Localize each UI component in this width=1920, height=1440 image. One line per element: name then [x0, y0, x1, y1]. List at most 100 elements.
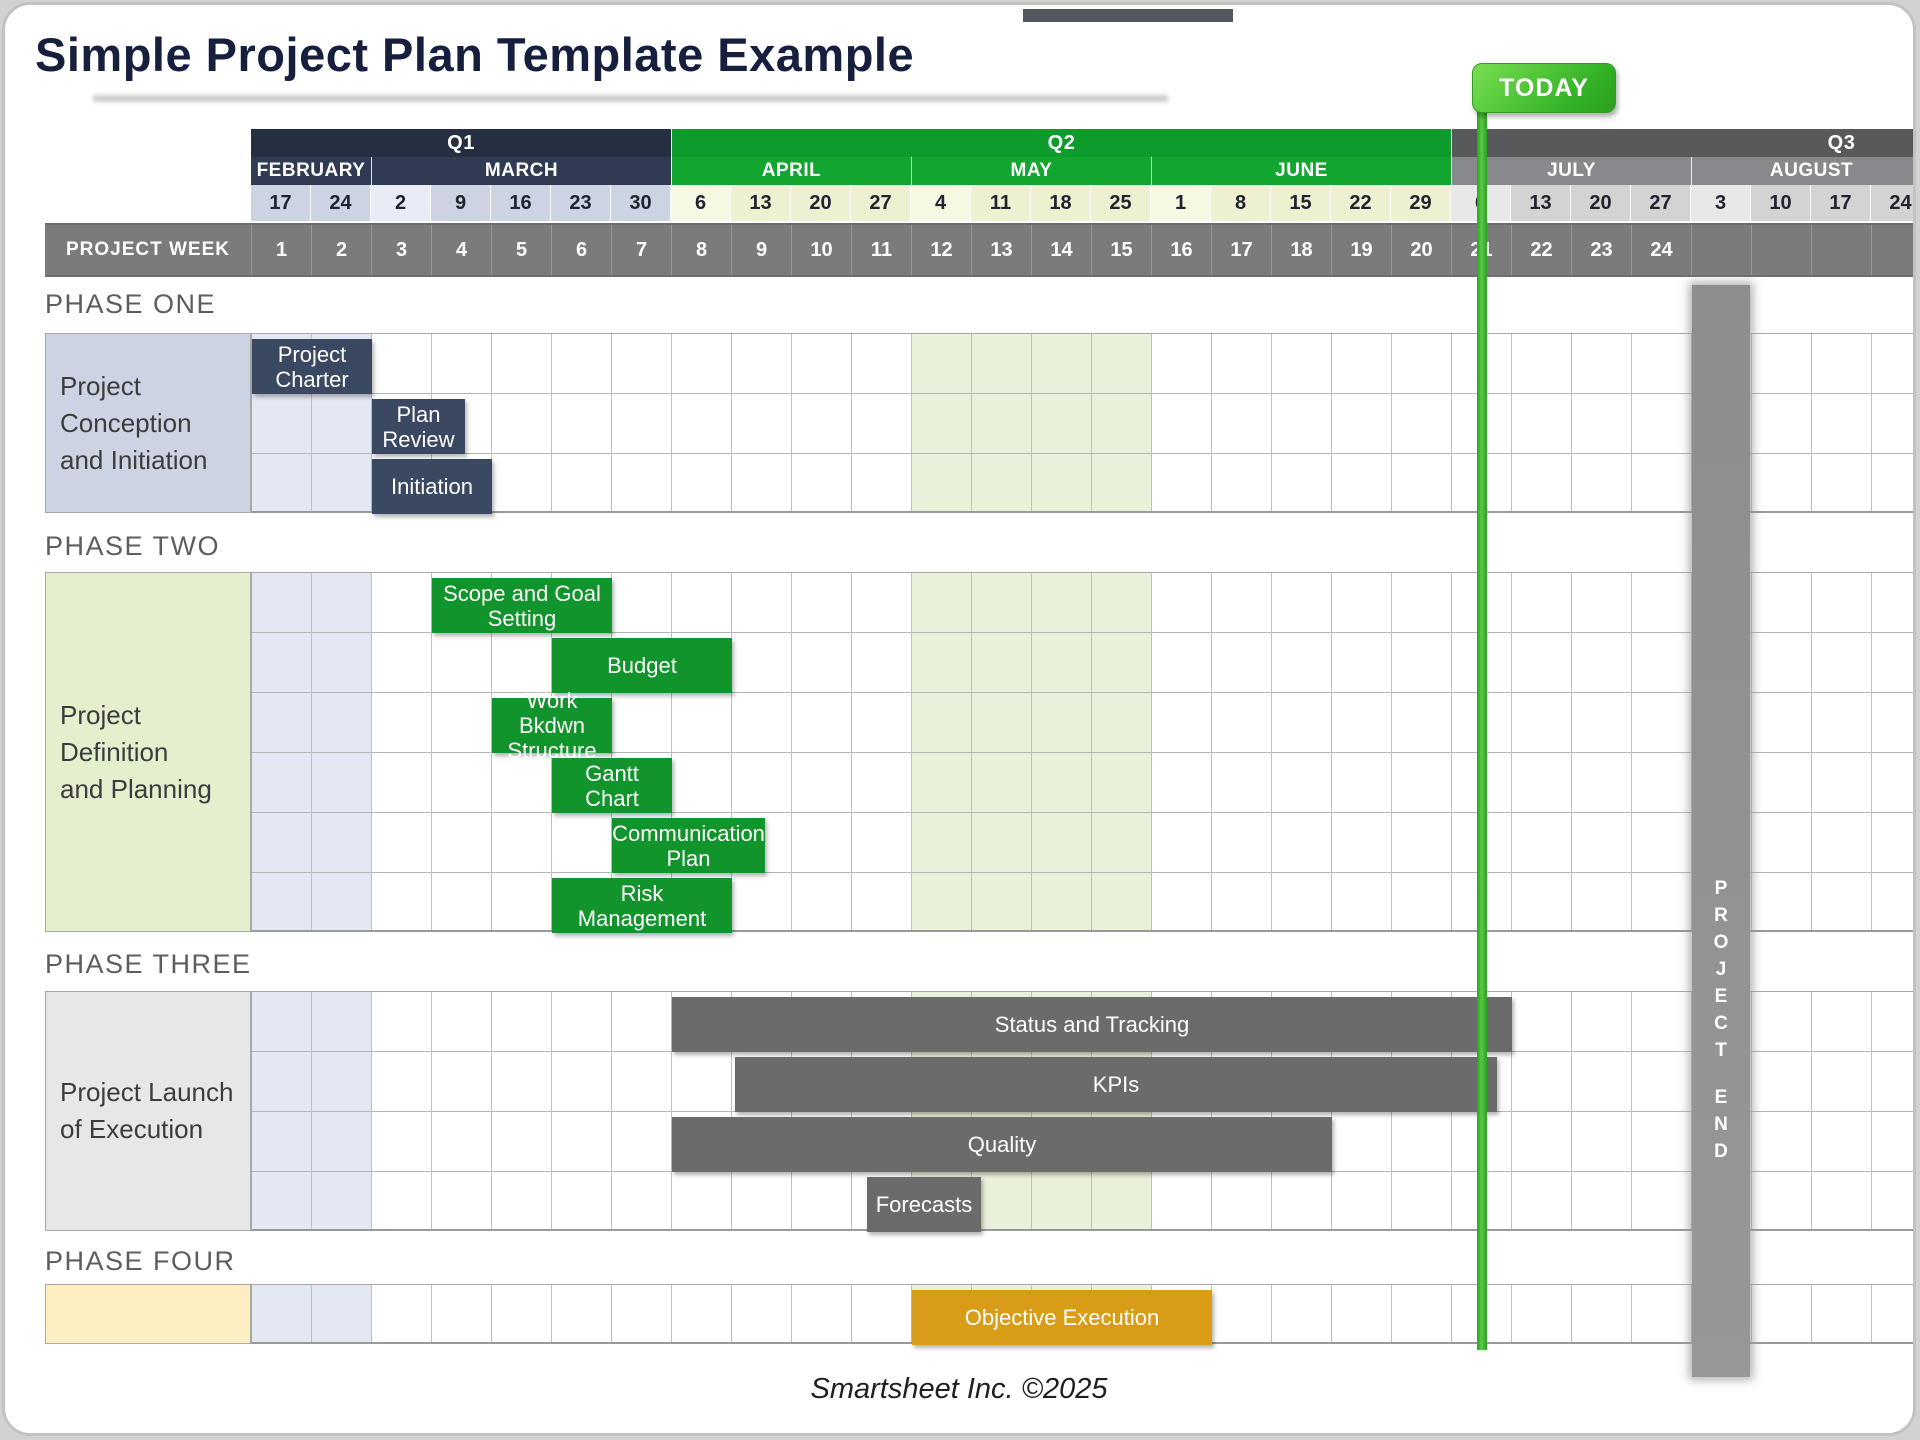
phase-label-line: Project	[60, 699, 141, 730]
task-bar[interactable]: Objective Execution	[912, 1290, 1212, 1345]
project-end-letter: R	[1714, 905, 1728, 926]
date-cell: 10	[1751, 185, 1811, 221]
date-cell: 25	[1091, 185, 1151, 221]
week-cell: 15	[1091, 225, 1151, 275]
project-end-letter: D	[1714, 1141, 1728, 1162]
highlight-band-early	[252, 1285, 372, 1342]
highlight-band-may	[912, 334, 1152, 511]
phase-heading-3: PHASE THREE	[45, 949, 252, 979]
project-end-letter: T	[1715, 1040, 1727, 1061]
highlight-band-early	[252, 573, 372, 930]
date-cell: 3	[1691, 185, 1751, 221]
month-band-may: MAY	[911, 157, 1151, 185]
phase-label-3: Project Launch of Execution	[45, 991, 251, 1231]
week-cell: 3	[371, 225, 431, 275]
phase-label-line: Definition	[60, 736, 169, 767]
date-cell: 20	[791, 185, 851, 221]
date-cell: 30	[611, 185, 671, 221]
project-week-label: PROJECT WEEK	[65, 239, 231, 260]
date-cell: 27	[851, 185, 911, 221]
week-cell: 9	[731, 225, 791, 275]
task-bar[interactable]: Gantt Chart	[552, 758, 672, 813]
today-flag-label: TODAY	[1499, 73, 1589, 102]
date-cell: 13	[1511, 185, 1571, 221]
quarter-band-q2: Q2	[671, 129, 1451, 157]
phase-label-line: Project Launch	[60, 1077, 234, 1107]
today-line	[1477, 105, 1487, 1350]
week-cell	[1751, 225, 1811, 275]
task-bar[interactable]: Project Charter	[252, 339, 372, 394]
week-cell: 13	[971, 225, 1031, 275]
task-bar[interactable]: Scope and Goal Setting	[432, 578, 612, 633]
task-bar[interactable]: Quality	[672, 1117, 1332, 1172]
project-end-letter: E	[1714, 1087, 1728, 1108]
date-cell: 9	[431, 185, 491, 221]
date-cell: 20	[1571, 185, 1631, 221]
week-cell: 24	[1631, 225, 1691, 275]
task-bar[interactable]: Risk Management	[552, 878, 732, 933]
date-cell: 8	[1211, 185, 1271, 221]
quarter-band-q3: Q3	[1451, 129, 1913, 157]
task-bar[interactable]: Forecasts	[867, 1177, 981, 1232]
week-cell: 14	[1031, 225, 1091, 275]
week-cell: 19	[1331, 225, 1391, 275]
date-cell: 17	[1811, 185, 1871, 221]
date-cell: 24	[311, 185, 371, 221]
week-cell: 17	[1211, 225, 1271, 275]
date-cell: 6	[671, 185, 731, 221]
phase-label-line: and Initiation	[60, 444, 208, 475]
date-cell: 23	[551, 185, 611, 221]
task-bar[interactable]: KPIs	[735, 1057, 1497, 1112]
task-bar[interactable]: Plan Review	[372, 399, 465, 454]
month-band-february: FEBRUARY	[251, 157, 371, 185]
month-band-august: AUGUST	[1691, 157, 1913, 185]
task-bar[interactable]: Work Bkdwn Structure	[492, 688, 612, 763]
phase-label-line: Conception	[60, 407, 192, 438]
phase-label-line: Project	[60, 370, 141, 401]
project-end-letter: N	[1714, 1114, 1728, 1135]
phase-label-line: and Planning	[60, 773, 212, 804]
phase-label-line: of Execution	[60, 1114, 204, 1144]
date-cell: 17	[251, 185, 311, 221]
task-bar[interactable]: Budget	[552, 638, 732, 693]
date-cell: 22	[1331, 185, 1391, 221]
project-end-letter: C	[1714, 1013, 1728, 1034]
month-band-march: MARCH	[371, 157, 671, 185]
week-cell	[1871, 225, 1913, 275]
blur-artifact	[93, 95, 1168, 102]
phase-heading-2: PHASE TWO	[45, 531, 221, 561]
date-cell: 16	[491, 185, 551, 221]
week-cell: 22	[1511, 225, 1571, 275]
date-cell: 15	[1271, 185, 1331, 221]
week-cell: 23	[1571, 225, 1631, 275]
week-cell: 18	[1271, 225, 1331, 275]
week-cell: 5	[491, 225, 551, 275]
task-bar[interactable]: Initiation	[372, 459, 492, 514]
phase-section-4: Objective Execution	[45, 1284, 1913, 1345]
page-title: Simple Project Plan Template Example	[35, 28, 915, 81]
footer-credit: Smartsheet Inc. ©2025	[810, 1373, 1108, 1405]
week-cell: 8	[671, 225, 731, 275]
date-cell: 29	[1391, 185, 1451, 221]
highlight-band-early	[252, 992, 372, 1229]
top-edge-artifact	[1023, 9, 1233, 22]
month-band-april: APRIL	[671, 157, 911, 185]
week-cell: 6	[551, 225, 611, 275]
quarter-band-q1: Q1	[251, 129, 671, 157]
week-cell: 20	[1391, 225, 1451, 275]
task-bar[interactable]: Communication Plan	[612, 818, 765, 873]
phase-grid-4: Objective Execution	[251, 1284, 1913, 1345]
task-bar[interactable]: Status and Tracking	[672, 997, 1512, 1052]
week-cell: 7	[611, 225, 671, 275]
today-flag: TODAY	[1472, 63, 1616, 113]
date-cell: 13	[731, 185, 791, 221]
week-cell: 12	[911, 225, 971, 275]
week-cell: 16	[1151, 225, 1211, 275]
week-cell	[1691, 225, 1751, 275]
